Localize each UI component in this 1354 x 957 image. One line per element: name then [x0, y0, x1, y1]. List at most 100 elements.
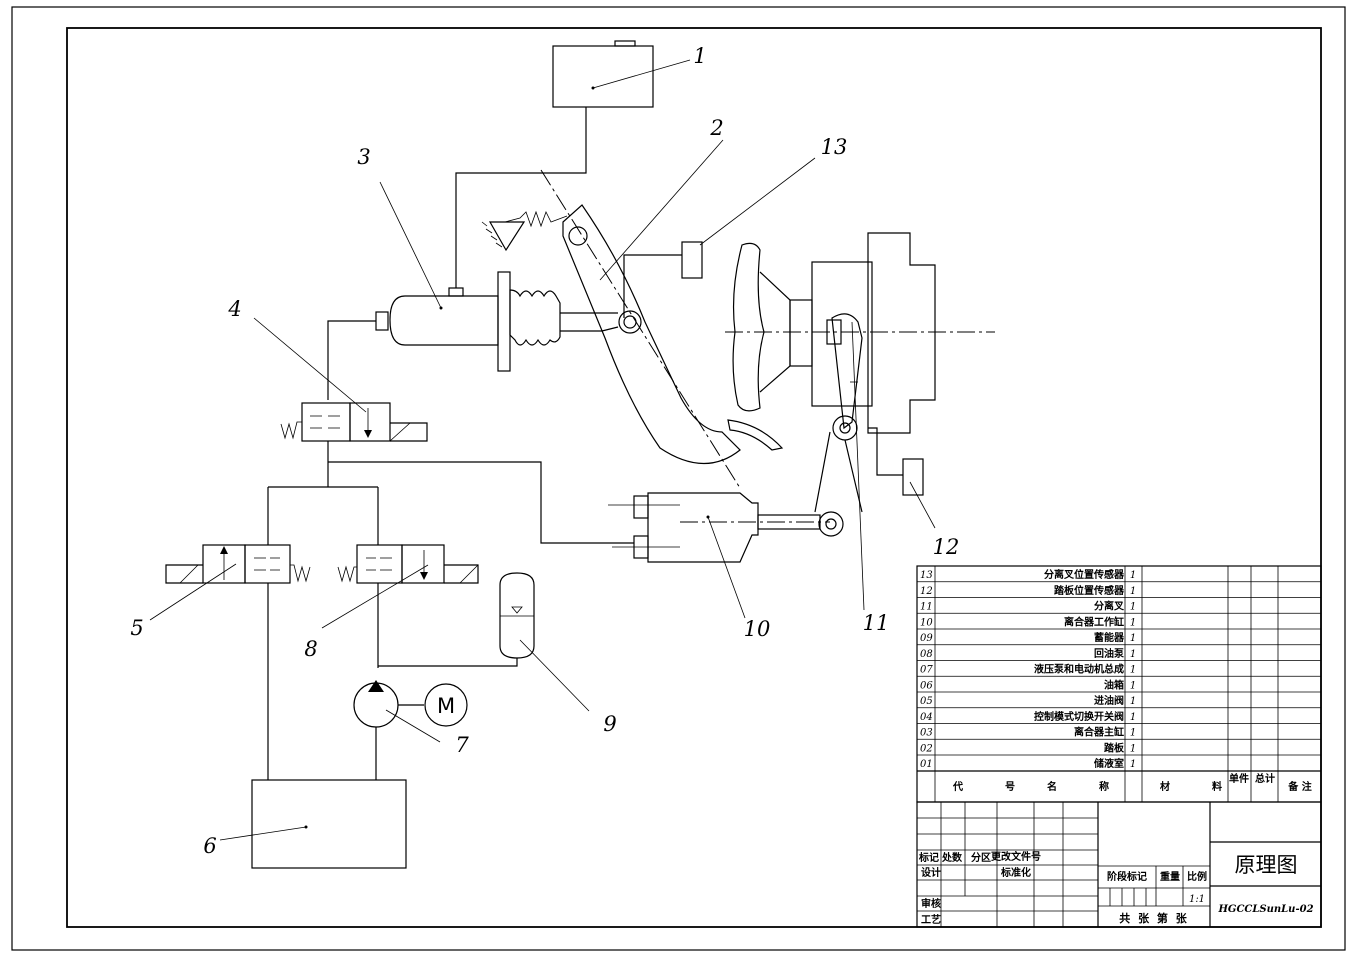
- parts-row: 05 进油阀 1: [920, 694, 1136, 707]
- tb-design: 设计: [921, 866, 941, 879]
- inner-border: [66, 27, 1322, 928]
- return-valve: [321, 487, 479, 668]
- tb-count: 处数: [941, 851, 963, 864]
- pedal-position-sensor: [623, 157, 816, 318]
- tb-process: 工艺: [921, 913, 941, 926]
- pedal: [481, 139, 784, 489]
- part-name: 控制模式切换开关阀: [1034, 710, 1124, 723]
- label-11: 11: [863, 611, 890, 635]
- part-number: 01: [920, 759, 933, 770]
- label-13: 13: [821, 135, 848, 159]
- parts-row: 10 离合器工作缸 1: [920, 615, 1136, 628]
- part-quantity: 1: [1130, 696, 1136, 707]
- tb-drawing-no: HGCCLSunLu-02: [1217, 904, 1313, 915]
- tb-standardize: 标准化: [1000, 866, 1031, 879]
- tb-review: 审核: [921, 897, 941, 910]
- part-name: 进油阀: [1094, 694, 1124, 707]
- hdr-note: 备 注: [1287, 780, 1311, 793]
- part-name: 储液室: [1093, 757, 1124, 770]
- hdr-material-1: 材: [1160, 780, 1170, 793]
- part-number: 07: [920, 665, 933, 676]
- slave-cylinder: [328, 461, 844, 619]
- part-quantity: 1: [1130, 759, 1136, 770]
- parts-row: 01 储液室 1: [920, 757, 1136, 770]
- fork-position-sensor: [868, 427, 936, 529]
- part-quantity: 1: [1130, 743, 1136, 754]
- part-quantity: 1: [1130, 617, 1136, 628]
- parts-row: 09 蓄能器 1: [920, 631, 1136, 644]
- label-1: 1: [693, 44, 706, 68]
- release-fork: [814, 313, 865, 611]
- part-name: 分离叉位置传感器: [1044, 568, 1125, 581]
- part-number: 12: [920, 586, 933, 597]
- label-3: 3: [357, 145, 370, 169]
- hdr-name-1: 名: [1047, 780, 1057, 793]
- hdr-total: 总计: [1255, 772, 1275, 785]
- part-number: 11: [920, 602, 933, 613]
- reservoir: [455, 40, 691, 288]
- pump-motor: M: [353, 680, 468, 780]
- hdr-unit: 单件: [1229, 772, 1249, 785]
- label-12: 12: [933, 535, 960, 559]
- part-number: 08: [920, 649, 933, 660]
- title-block: 标记 处数 分区 更改文件号 设计 标准化 审核 工艺 阶段标记 重量 比例 1…: [916, 801, 1322, 928]
- parts-row: 08 回油泵 1: [920, 647, 1136, 660]
- label-9: 9: [603, 712, 616, 736]
- accumulator: [378, 572, 590, 712]
- hdr-material-2: 料: [1212, 780, 1222, 793]
- part-name: 离合器工作缸: [1064, 615, 1124, 628]
- parts-row: 11 分离叉 1: [920, 600, 1136, 613]
- hdr-name-2: 称: [1099, 780, 1109, 793]
- parts-row: 07 液压泵和电动机总成 1: [920, 663, 1136, 676]
- hdr-code-2: 号: [1005, 781, 1015, 793]
- part-quantity: 1: [1130, 586, 1136, 597]
- parts-row: 06 油箱 1: [920, 678, 1136, 691]
- part-name: 液压泵和电动机总成: [1034, 663, 1124, 676]
- label-6: 6: [203, 834, 216, 858]
- part-name: 蓄能器: [1094, 631, 1125, 644]
- outer-border: [11, 6, 1346, 951]
- label-8: 8: [304, 637, 317, 661]
- part-number: 02: [920, 743, 933, 754]
- part-number: 06: [920, 680, 933, 691]
- inlet-valve: [149, 487, 311, 780]
- master-cylinder: [327, 181, 619, 400]
- tb-title: 原理图: [1235, 853, 1298, 877]
- part-number: 04: [920, 712, 933, 723]
- label-7: 7: [455, 733, 469, 757]
- label-5: 5: [130, 616, 143, 640]
- part-number: 10: [920, 617, 933, 628]
- tb-sheets: 共 张 第 张: [1119, 911, 1189, 925]
- part-quantity: 1: [1130, 728, 1136, 739]
- tb-stage-mark: 阶段标记: [1107, 870, 1147, 883]
- part-number: 13: [920, 570, 933, 581]
- part-number: 03: [920, 728, 933, 739]
- tb-scale-label: 比例: [1187, 870, 1207, 883]
- part-quantity: 1: [1130, 712, 1136, 723]
- part-quantity: 1: [1130, 680, 1136, 691]
- parts-row: 04 控制模式切换开关阀 1: [920, 710, 1136, 723]
- part-number: 09: [920, 633, 933, 644]
- part-name: 分离叉: [1094, 600, 1125, 613]
- tb-scale-value: 1:1: [1189, 894, 1205, 905]
- part-quantity: 1: [1130, 633, 1136, 644]
- part-name: 油箱: [1104, 678, 1124, 691]
- part-quantity: 1: [1130, 602, 1136, 613]
- tb-zone: 分区: [971, 851, 991, 864]
- part-quantity: 1: [1130, 570, 1136, 581]
- tb-mark: 标记: [918, 851, 939, 864]
- label-2: 2: [709, 116, 723, 140]
- part-name: 回油泵: [1094, 647, 1125, 660]
- clutch-housing: [725, 232, 995, 434]
- part-number: 05: [920, 696, 933, 707]
- part-quantity: 1: [1130, 665, 1136, 676]
- label-10: 10: [744, 617, 771, 641]
- label-4: 4: [227, 297, 241, 321]
- part-quantity: 1: [1130, 649, 1136, 660]
- parts-row: 13 分离叉位置传感器 1: [920, 568, 1136, 581]
